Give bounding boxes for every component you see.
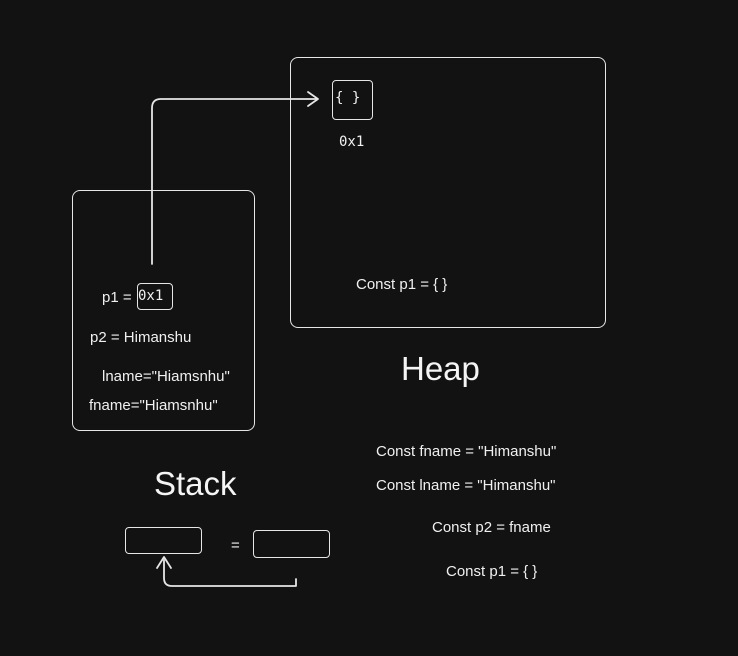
return-arrow-head	[156, 556, 172, 569]
stack-box	[72, 190, 255, 431]
code-line-p1: Const p1 = { }	[446, 563, 538, 580]
equality-sign: =	[231, 537, 240, 554]
stack-title: Stack	[154, 465, 237, 502]
heap-address: 0x1	[339, 134, 365, 150]
stack-row-lname: lname="Hiamsnhu"	[102, 368, 230, 385]
heap-title: Heap	[401, 350, 480, 387]
return-arrow	[163, 559, 297, 587]
heap-statement: Const p1 = { }	[356, 276, 448, 293]
heap-object-label: { }	[335, 90, 361, 106]
stack-row-fname: fname="Hiamsnhu"	[89, 397, 218, 414]
code-line-p2: Const p2 = fname	[432, 519, 551, 536]
code-line-fname: Const fname = "Himanshu"	[376, 443, 557, 460]
p1-pointer-box: 0x1	[137, 283, 173, 310]
stack-key-p1: p1 =	[102, 289, 132, 306]
left-value-box	[125, 527, 202, 554]
stack-row-p2: p2 = Himanshu	[90, 329, 192, 346]
right-value-box	[253, 530, 330, 558]
p1-pointer-value: 0x1	[138, 288, 164, 304]
heap-object-box: { }	[332, 80, 373, 120]
code-line-lname: Const lname = "Himanshu"	[376, 477, 556, 494]
